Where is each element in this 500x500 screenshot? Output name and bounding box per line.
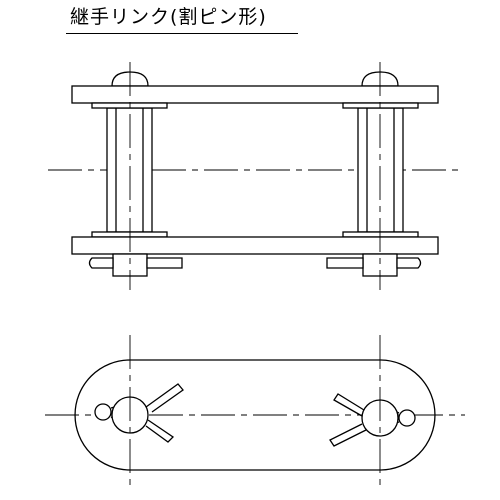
right-cotter-loop: [398, 409, 416, 427]
top-view: [45, 335, 465, 490]
left-cotter-pin-left: [88, 257, 114, 269]
title-underline: [66, 33, 298, 34]
side-view: [48, 62, 462, 290]
left-cotter-leg-upper: [145, 383, 184, 413]
right-cotter-pin-right: [396, 257, 422, 269]
left-cotter-leg-lower: [145, 419, 175, 443]
right-bottom-ring: [342, 231, 419, 238]
drawing-title: 継手リンク(割ピン形): [70, 6, 267, 28]
left-bottom-ring: [91, 231, 168, 238]
bottom-link-plate: [71, 236, 439, 255]
right-pin: [357, 107, 404, 233]
right-cotter-leg-lower: [329, 423, 367, 447]
left-pin: [106, 107, 153, 233]
left-cotter-loop: [94, 403, 112, 421]
top-link-plate: [71, 85, 439, 104]
right-cotter-leg-upper: [333, 393, 365, 417]
left-top-ring: [91, 102, 168, 109]
right-top-ring: [342, 102, 419, 109]
right-cotter-pin-left: [326, 257, 364, 269]
left-cotter-pin-right: [146, 257, 183, 269]
